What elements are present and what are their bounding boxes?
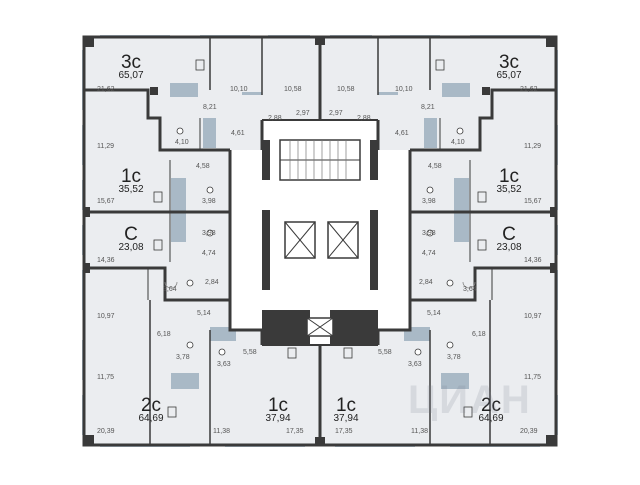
room-area: 10,10 (395, 86, 413, 93)
room-area: 21,62 (97, 86, 115, 93)
unit-area-label: 64,69 (138, 413, 164, 424)
unit-area-label: 37,94 (265, 413, 291, 424)
room-area: 4,58 (196, 163, 210, 170)
room-area: 11,29 (524, 143, 541, 150)
room-area: 4,58 (428, 163, 442, 170)
room-area: 17,35 (335, 428, 353, 435)
room-area: 3,64 (463, 286, 477, 293)
room-area: 6,18 (157, 331, 171, 338)
room-area: 2,97 (296, 110, 310, 117)
unit-area-label: 65,07 (118, 70, 144, 81)
room-area: 5,14 (427, 310, 441, 317)
room-area: 10,97 (97, 313, 115, 320)
room-area: 14,36 (524, 257, 542, 264)
room-area: 5,58 (378, 349, 392, 356)
room-area: 3,64 (163, 286, 177, 293)
unit-type-label: 1с (120, 166, 142, 187)
room-area: 4,10 (175, 139, 189, 146)
room-area: 3,98 (422, 230, 436, 237)
room-area: 3,98 (202, 198, 216, 205)
room-area: 11,75 (524, 374, 541, 381)
room-area: 3,78 (447, 354, 461, 361)
room-area: 15,67 (97, 198, 115, 205)
toilet-icon (176, 127, 464, 356)
room-area: 4,10 (451, 139, 465, 146)
room-area: 15,67 (524, 198, 542, 205)
unit-area-label: 23,08 (118, 242, 144, 253)
unit-type-label: С (124, 224, 138, 245)
room-area: 2,84 (419, 279, 433, 286)
room-area: 14,36 (97, 257, 115, 264)
elevator-cross (284, 221, 359, 337)
room-area: 11,29 (97, 143, 114, 150)
room-area: 3,98 (202, 230, 216, 237)
room-area: 2,88 (268, 115, 282, 122)
unit-area-label: 65,07 (496, 70, 522, 81)
room-area: 11,75 (97, 374, 114, 381)
unit-area-label: 37,94 (333, 413, 359, 424)
watermark: ЦИАН (408, 378, 532, 422)
room-area: 4,61 (231, 130, 245, 137)
unit-area-label: 64,69 (478, 413, 504, 424)
unit-type-label: 3с (120, 52, 142, 73)
room-area: 20,39 (97, 428, 115, 435)
room-area: 5,14 (197, 310, 211, 317)
room-area: 6,18 (472, 331, 486, 338)
room-area: 3,98 (422, 198, 436, 205)
room-area: 11,38 (411, 428, 428, 435)
unit-type-label: 2с (480, 395, 502, 416)
room-area: 3,63 (217, 361, 231, 368)
unit-type-label: 3с (498, 52, 520, 73)
unit-area-label: 35,52 (118, 184, 144, 195)
room-area: 4,74 (422, 250, 436, 257)
room-area: 4,61 (395, 130, 409, 137)
unit-type-label: 1с (498, 166, 520, 187)
room-area: 8,21 (421, 104, 435, 111)
room-area: 10,58 (284, 86, 302, 93)
room-area: 21,62 (520, 86, 538, 93)
bathrooms (170, 83, 470, 389)
room-area: 3,63 (408, 361, 422, 368)
room-area: 10,97 (524, 313, 542, 320)
kitchen-icon (153, 59, 487, 418)
room-area: 2,97 (329, 110, 343, 117)
unit-type-label: 2с (140, 395, 162, 416)
room-area: 5,58 (243, 349, 257, 356)
stair-icon (279, 139, 361, 181)
unit-area-label: 35,52 (496, 184, 522, 195)
unit-type-label: С (502, 224, 516, 245)
unit-type-label: 1с (335, 395, 357, 416)
room-area: 20,39 (520, 428, 538, 435)
room-area: 3,78 (176, 354, 190, 361)
room-area: 17,35 (286, 428, 304, 435)
room-area: 4,74 (202, 250, 216, 257)
unit-area-label: 23,08 (496, 242, 522, 253)
room-area: 11,38 (213, 428, 230, 435)
room-area: 2,84 (205, 279, 219, 286)
bathtub-icon (164, 281, 476, 289)
room-area: 8,21 (203, 104, 217, 111)
unit-type-label: 1с (267, 395, 289, 416)
room-area: 10,10 (230, 86, 248, 93)
structural-blocks (84, 37, 556, 445)
room-area: 10,58 (337, 86, 355, 93)
room-area: 2,88 (357, 115, 371, 122)
